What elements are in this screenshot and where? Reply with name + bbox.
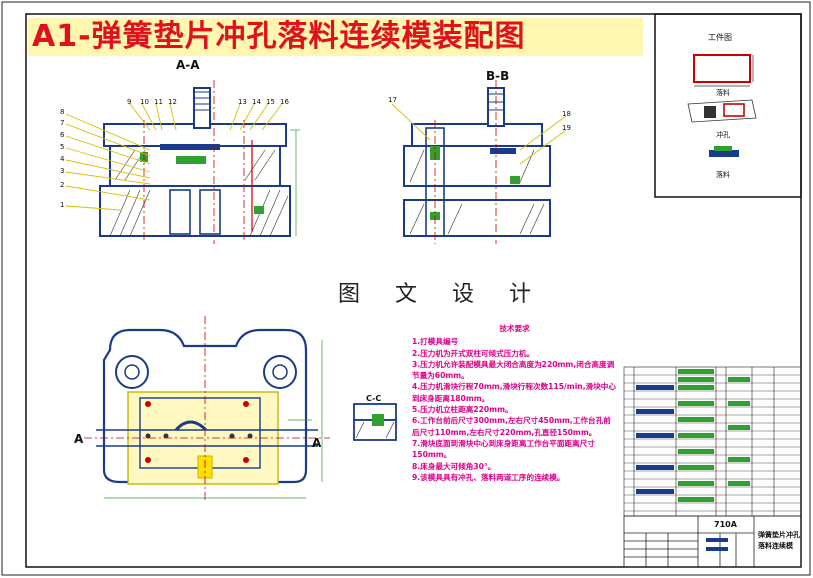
section-label-b-b: B-B	[486, 69, 510, 83]
note-item: 9.该模具具有冲孔、落料两道工序的连续模。	[412, 472, 565, 482]
parts-rows	[624, 374, 801, 512]
workpiece-label: 落料	[716, 171, 730, 179]
strip-layout	[687, 99, 757, 123]
title-banner	[28, 18, 643, 56]
notes-title: 技术要求	[499, 324, 530, 333]
part-number: 1	[60, 201, 65, 209]
note-item: 4.压力机滑块行程70mm,滑块行程次数115/min,滑块中心到床身距离180…	[412, 382, 616, 403]
note-item: 3.压力机允许装配模具最大闭合高度为220mm,闭合高度调节量为60mm。	[412, 359, 615, 381]
technical-notes: 技术要求 1.打模具编号 2.压力机为开式双柱可倾式压力机。 3.压力机允许装配…	[412, 323, 617, 483]
part-number: 4	[60, 155, 65, 163]
part-number: 3	[60, 167, 65, 175]
workpiece-panel-title: 工件图	[708, 33, 732, 42]
strip-section	[709, 150, 739, 157]
part-number: 11	[154, 98, 163, 106]
note-item: 1.打模具编号	[412, 337, 459, 347]
drawing-number: 710A	[714, 520, 737, 529]
part-number: 5	[60, 143, 65, 151]
section-b-b-view	[391, 80, 567, 244]
part-number: 12	[168, 98, 177, 106]
part-number: 13	[238, 98, 247, 106]
section-marker-a-right: A	[312, 436, 322, 450]
part-number: 19	[562, 124, 571, 132]
strip-hole	[704, 106, 716, 118]
note-item: 8.床身最大可倾角30°。	[412, 461, 496, 471]
watermark-text: 图 文 设 计	[338, 282, 545, 307]
part-number: 18	[562, 110, 571, 118]
section-a-a-view	[65, 80, 300, 244]
part-number: 16	[280, 98, 289, 106]
part-number: 10	[140, 98, 149, 106]
part-number: 9	[127, 98, 132, 106]
part-number: 17	[388, 96, 397, 104]
drawing-name-line1: 弹簧垫片冲孔	[758, 531, 800, 539]
note-item: 6.工作台前后尺寸300mm,左右尺寸450mm,工作台孔前后尺寸110mm,左…	[412, 416, 611, 437]
parts-fills	[636, 369, 750, 502]
plan-view	[84, 316, 330, 500]
part-number: 7	[60, 119, 65, 127]
part-number: 8	[60, 108, 65, 116]
drawing-name-line2: 落料连续模	[758, 542, 793, 550]
section-label-a-a: A-A	[176, 58, 200, 72]
note-item: 5.压力机立柱距离220mm。	[412, 405, 513, 415]
section-label-c-c: C-C	[366, 394, 382, 403]
note-item: 7.滑块底面到滑块中心到床身距离工作台平面距离尺寸150mm。	[412, 438, 595, 460]
section-c-c-view	[353, 403, 397, 441]
part-number: 6	[60, 131, 65, 139]
drawing-title: A1-弹簧垫片冲孔落料连续模装配图	[32, 19, 526, 54]
inner-border	[25, 13, 802, 568]
workpiece-panel	[654, 13, 802, 198]
workpiece-label: 冲孔	[716, 131, 730, 139]
part-number: 2	[60, 181, 65, 189]
part-number: 15	[266, 98, 275, 106]
workpiece-blank	[693, 54, 751, 83]
section-marker-a-left: A	[74, 432, 84, 446]
note-item: 2.压力机为开式双柱可倾式压力机。	[412, 348, 535, 358]
workpiece-label: 落料	[716, 89, 730, 97]
part-number: 14	[252, 98, 261, 106]
